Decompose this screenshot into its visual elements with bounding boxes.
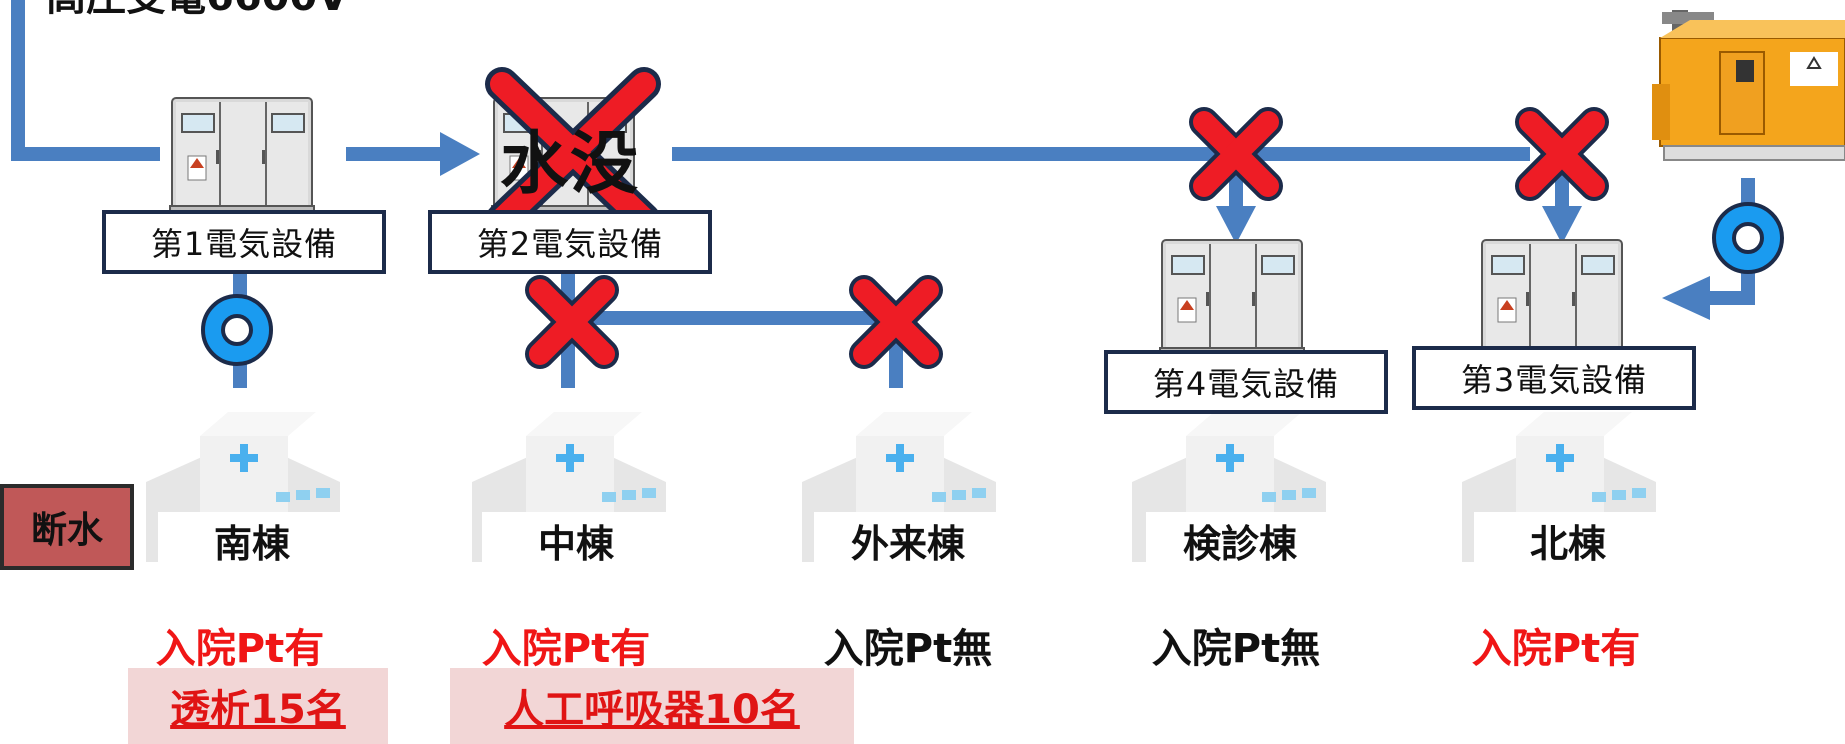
switchboard-icon: [1159, 239, 1305, 357]
inpatient-status-central: 入院Pt有: [481, 626, 651, 672]
switchboard-icon: [1479, 239, 1625, 357]
water-outage-badge: 断水: [0, 484, 134, 570]
arrow-icon: [440, 132, 480, 176]
switchboard-icon: [169, 97, 315, 215]
flooded-label: 水没: [500, 125, 641, 204]
cross-icon: [485, 67, 661, 237]
equipment-label-1: 第1電気設備: [102, 210, 386, 274]
arrow-icon: [1662, 276, 1710, 320]
building-name-outpatient: 外来棟: [814, 512, 1002, 568]
ok-circle-icon: [1712, 202, 1784, 274]
dialysis-patients-note: 透析15名: [128, 668, 388, 744]
generator-icon: [1652, 10, 1845, 161]
inpatient-status-south: 入院Pt有: [155, 626, 325, 672]
building-name-checkup: 検診棟: [1146, 512, 1334, 568]
building-name-south: 南棟: [158, 512, 346, 568]
inpatient-status-outpatient: 入院Pt無: [823, 626, 993, 672]
building-name-north: 北棟: [1474, 512, 1662, 568]
building-name-central: 中棟: [482, 512, 670, 568]
arrow-icon: [1216, 206, 1256, 244]
equipment-label-3: 第3電気設備: [1412, 346, 1696, 410]
arrow-icon: [1542, 206, 1582, 244]
equipment-label-2: 第2電気設備: [428, 210, 712, 274]
high-voltage-supply-label: 高圧受電6600V: [46, 0, 348, 22]
ventilator-patients-note: 人工呼吸器10名: [450, 668, 854, 744]
equipment-label-4: 第4電気設備: [1104, 350, 1388, 414]
ok-circle-icon: [201, 294, 273, 366]
inpatient-status-checkup: 入院Pt無: [1151, 626, 1321, 672]
inpatient-status-north: 入院Pt有: [1471, 626, 1641, 672]
arrow-icons: [440, 132, 1710, 320]
